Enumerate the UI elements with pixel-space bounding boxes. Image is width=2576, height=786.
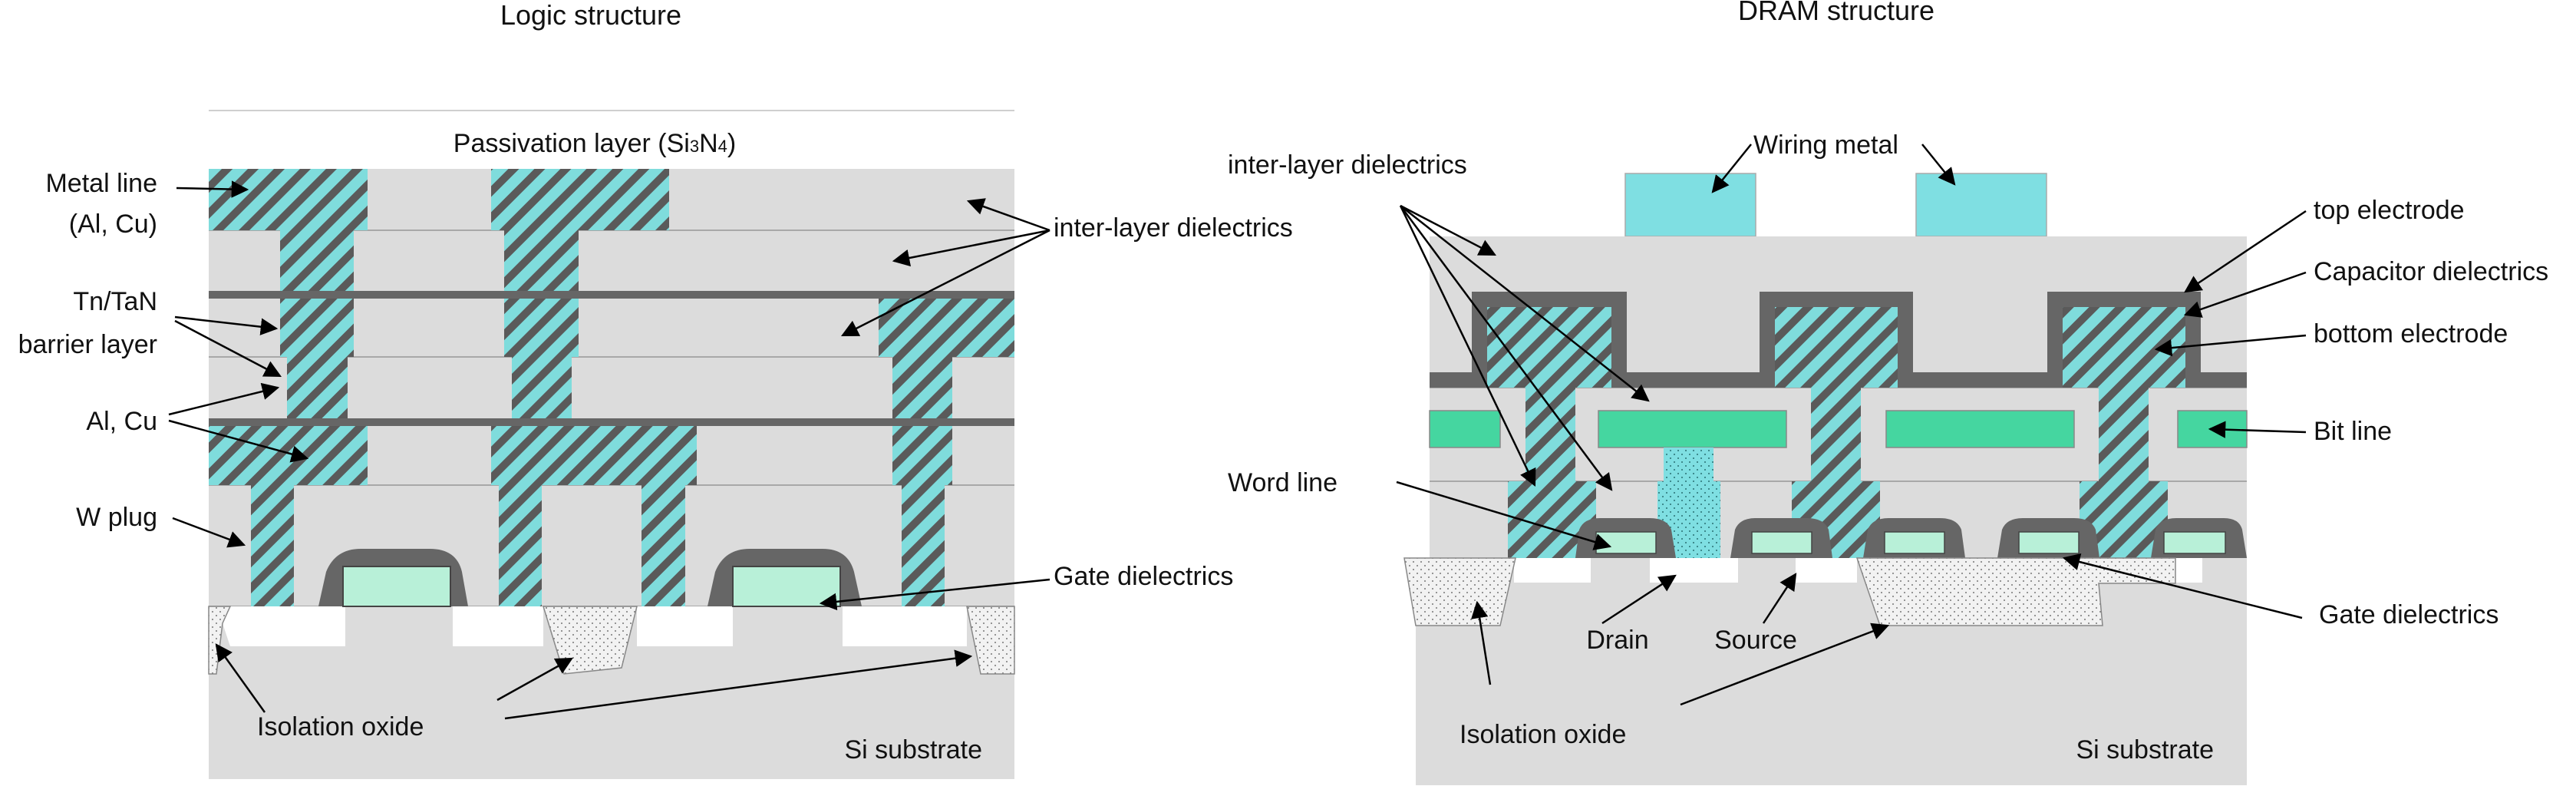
dram-word-line-label: Word line: [1228, 468, 1337, 497]
logic-via-d: [504, 299, 579, 357]
logic-metal-line-label-1: Metal line: [45, 169, 157, 198]
dram-ild-label: inter-layer dielectrics: [1228, 150, 1467, 180]
dram-capacitor-dielectrics-label: Capacitor dielectrics: [2314, 257, 2548, 286]
dram-contact-c: [2099, 388, 2149, 481]
logic-si-substrate-label: Si substrate: [844, 735, 982, 765]
logic-w-plug-c: [642, 485, 685, 606]
dram-substrate: [1416, 558, 2247, 785]
dram-bitline-contact-top: [1664, 447, 1713, 481]
dram-gate-dielectrics-label: Gate dielectrics: [2319, 600, 2498, 629]
logic-via-c: [280, 299, 354, 357]
dram-bottom-electrode-b: [1775, 307, 1898, 388]
logic-sd-regions: [223, 606, 967, 646]
logic-isolation-oxides: [208, 606, 1015, 675]
dram-gates: [1575, 518, 2247, 558]
dram-bit-line-b: [1598, 410, 1787, 448]
dram-bit-line-label: Bit line: [2314, 417, 2392, 446]
logic-via-b: [504, 230, 579, 291]
dram-arrows: [1396, 144, 2307, 706]
dram-drain-label: Drain: [1586, 626, 1648, 655]
logic-barrier-line-1: [209, 291, 1014, 299]
logic-metal-m3-a: [209, 169, 368, 230]
dram-wiring-metal-a: [1624, 173, 1756, 237]
dram-structure: DRAM structure: [1228, 0, 2548, 785]
dram-isolation-oxide-label: Isolation oxide: [1460, 720, 1626, 749]
dram-si-substrate-label: Si substrate: [2076, 735, 2214, 765]
dram-contact-b: [1811, 388, 1861, 481]
logic-passivation-label: Passivation layer (Si3N4): [454, 129, 736, 158]
logic-barrier-line-2: [209, 418, 1014, 426]
logic-al-cu-label: Al, Cu: [86, 407, 157, 436]
logic-w-plug-d: [902, 485, 945, 606]
dram-contact-a: [1525, 388, 1575, 481]
dram-wiring-metal-label: Wiring metal: [1753, 130, 1898, 160]
logic-w-plug-label: W plug: [76, 503, 157, 532]
logic-gate-a-core: [342, 566, 451, 607]
dram-top-electrode: [1430, 292, 2247, 388]
logic-title: Logic structure: [500, 0, 681, 31]
logic-ild-label: inter-layer dielectrics: [1054, 213, 1293, 243]
logic-barrier-label-1: Tn/TaN: [73, 287, 157, 316]
dram-bit-line-a: [1429, 410, 1501, 448]
logic-via-h: [892, 426, 952, 485]
dram-diffusion-regions: [1514, 558, 2247, 583]
logic-metal-m2-c: [879, 299, 1014, 357]
logic-structure: Logic structure Passivation layer (Si3N4…: [18, 0, 1293, 779]
logic-via-f: [512, 357, 572, 418]
dram-bottom-electrode-a: [1487, 307, 1611, 388]
logic-barrier-label-2: barrier layer: [18, 330, 157, 359]
dram-source-label: Source: [1714, 626, 1797, 655]
logic-w-plug-a: [251, 485, 294, 606]
logic-arrows: [168, 180, 1051, 720]
logic-metal-m1-a: [209, 426, 368, 485]
logic-metal-line-label-2: (Al, Cu): [69, 210, 157, 239]
logic-via-a: [280, 230, 354, 291]
dram-bit-line-c: [1885, 410, 2075, 448]
logic-metal-m1-b: [491, 426, 697, 485]
logic-w-plug-b: [499, 485, 542, 606]
logic-isolation-oxide-label: Isolation oxide: [257, 712, 424, 741]
logic-via-g: [892, 357, 952, 418]
logic-via-e: [287, 357, 348, 418]
dram-top-electrode-label: top electrode: [2314, 196, 2465, 225]
logic-metal-m3-b: [491, 169, 669, 230]
logic-gate-b-core: [732, 566, 841, 607]
dram-wiring-metal-b: [1915, 173, 2047, 237]
logic-gate-dielectrics-label: Gate dielectrics: [1054, 562, 1233, 591]
dram-bottom-electrode-label: bottom electrode: [2314, 319, 2508, 348]
dram-title: DRAM structure: [1738, 0, 1934, 26]
